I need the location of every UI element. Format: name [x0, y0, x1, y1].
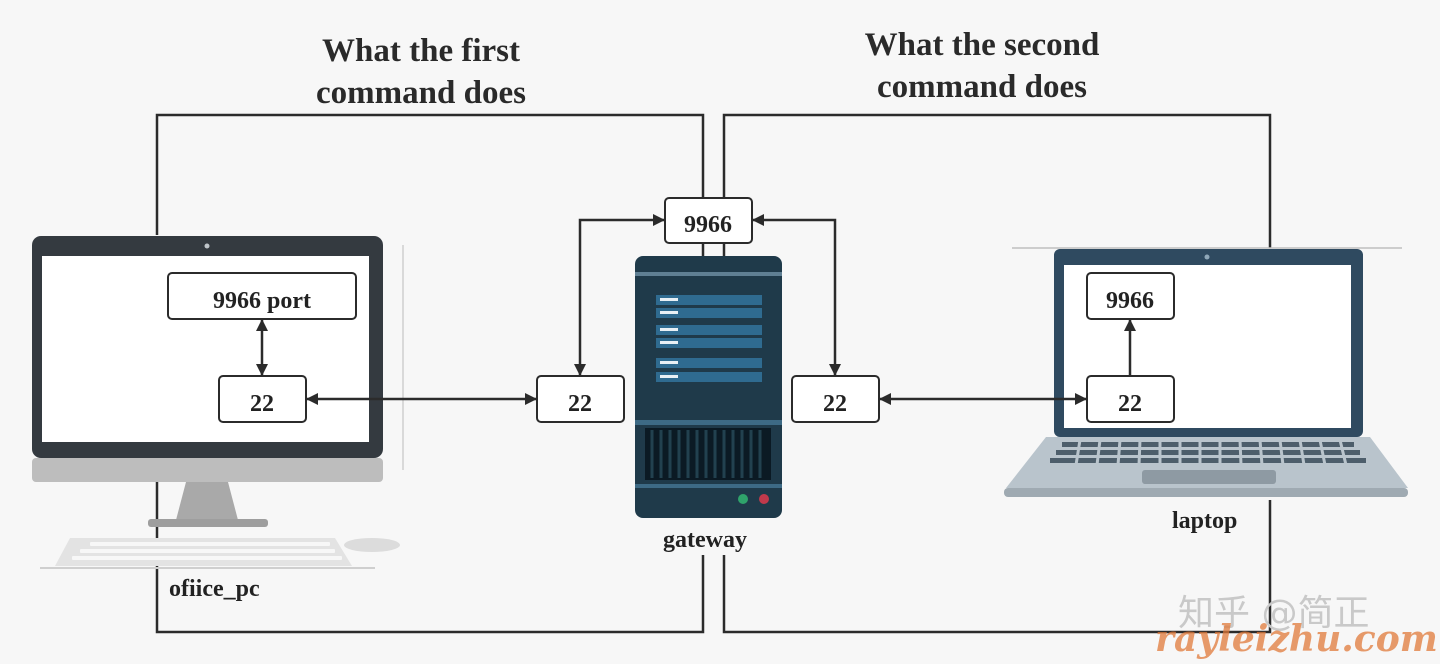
gateway-ssh-left-port: 22 — [536, 375, 625, 423]
watermark-site: rayleizhu.com — [1155, 618, 1438, 660]
laptop-trackpad — [1142, 470, 1276, 484]
monitor-camera — [204, 243, 210, 249]
server-slots — [656, 295, 762, 382]
arrow-gateway-listen-to-right — [752, 214, 841, 376]
laptop-keys — [1050, 442, 1366, 463]
monitor-stand-base — [148, 519, 268, 527]
laptop-ssh-port-label: 22 — [1118, 391, 1142, 417]
mouse — [344, 538, 400, 552]
gateway-listen-port-label: 9966 — [684, 212, 732, 238]
watermark-zhihu: 知乎 @简正 — [1178, 593, 1370, 634]
monitor-stand — [176, 482, 238, 520]
first-command-title: What the first command does — [316, 33, 526, 111]
office-pc-forward-port-label: 9966 port — [213, 288, 311, 314]
laptop-forward-port: 9966 — [1086, 272, 1175, 320]
laptop-forward-port-label: 9966 — [1106, 288, 1154, 314]
office-pc-label: ofiice_pc — [169, 576, 260, 602]
gateway-server — [635, 256, 782, 518]
gateway-listen-port: 9966 — [664, 197, 753, 244]
second-command-frame-bottom — [722, 500, 1272, 634]
gateway-ssh-left-port-label: 22 — [568, 391, 592, 417]
first-command-frame — [155, 113, 705, 235]
office-pc-forward-port: 9966 port — [167, 272, 357, 320]
office-pc-keyboard — [40, 538, 400, 569]
office-pc-ssh-port: 22 — [218, 375, 307, 423]
laptop-device — [1004, 247, 1408, 497]
arrow-gateway-left-to-listen — [574, 214, 665, 376]
gateway-ssh-right-port-label: 22 — [823, 391, 847, 417]
laptop-label: laptop — [1172, 508, 1238, 534]
second-command-frame — [722, 113, 1272, 248]
server-led-red — [759, 494, 769, 504]
server-led-green — [738, 494, 748, 504]
gateway-ssh-right-port: 22 — [791, 375, 880, 423]
gateway-label: gateway — [663, 527, 747, 553]
second-command-title: What the second command does — [864, 27, 1100, 105]
office-pc-ssh-port-label: 22 — [250, 391, 274, 417]
monitor-chin — [32, 458, 383, 482]
laptop-camera — [1204, 254, 1210, 260]
laptop-ssh-port: 22 — [1086, 375, 1175, 423]
